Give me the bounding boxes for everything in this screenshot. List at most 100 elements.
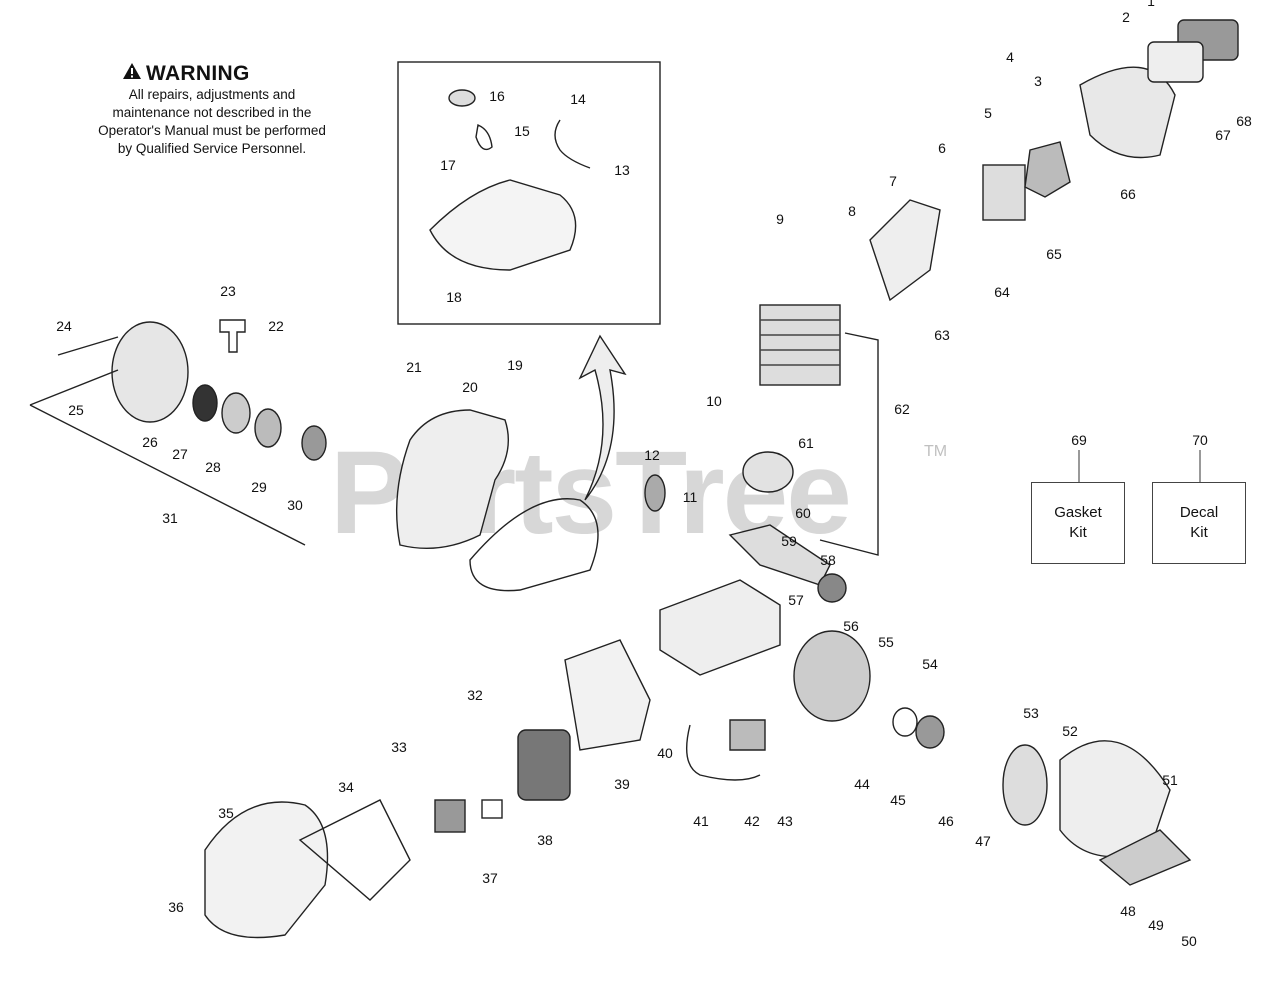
starter-cup-part[interactable] [301, 425, 327, 461]
callout-20[interactable]: 20 [462, 379, 478, 395]
crankshaft-part[interactable] [728, 524, 831, 586]
callout-51[interactable]: 51 [1162, 772, 1178, 788]
callout-12[interactable]: 12 [644, 447, 660, 463]
callout-44[interactable]: 44 [854, 776, 870, 792]
crankcase-part[interactable] [659, 579, 781, 676]
callout-4[interactable]: 4 [1006, 49, 1014, 65]
callout-30[interactable]: 30 [287, 497, 303, 513]
callout-52[interactable]: 52 [1062, 723, 1078, 739]
cover-shroud-part[interactable] [298, 799, 411, 901]
callout-67[interactable]: 67 [1215, 127, 1231, 143]
seal-part[interactable] [644, 474, 666, 512]
callout-66[interactable]: 66 [1120, 186, 1136, 202]
callout-15[interactable]: 15 [514, 123, 530, 139]
callout-11[interactable]: 11 [683, 489, 698, 505]
engine-housing-part[interactable] [395, 409, 510, 549]
callout-1[interactable]: 1 [1147, 0, 1155, 9]
callout-37[interactable]: 37 [482, 870, 498, 886]
callout-42[interactable]: 42 [744, 813, 760, 829]
callout-9[interactable]: 9 [776, 211, 784, 227]
callout-61[interactable]: 61 [798, 435, 814, 451]
callout-10[interactable]: 10 [706, 393, 722, 409]
callout-59[interactable]: 59 [781, 533, 797, 549]
callout-40[interactable]: 40 [657, 745, 673, 761]
callout-33[interactable]: 33 [391, 739, 407, 755]
air-box-part[interactable] [1079, 66, 1176, 159]
callout-22[interactable]: 22 [268, 318, 284, 334]
callout-6[interactable]: 6 [938, 140, 946, 156]
callout-47[interactable]: 47 [975, 833, 991, 849]
callout-25[interactable]: 25 [68, 402, 84, 418]
gearbox-housing-part[interactable] [1059, 740, 1171, 858]
fuel-line-part[interactable] [554, 119, 591, 169]
gear-head-part[interactable] [1098, 829, 1192, 886]
callout-57[interactable]: 57 [788, 592, 804, 608]
bearing-part[interactable] [817, 573, 847, 603]
starter-handle-part[interactable] [219, 319, 246, 353]
callout-19[interactable]: 19 [507, 357, 523, 373]
pulley-part[interactable] [221, 392, 251, 434]
callout-24[interactable]: 24 [56, 318, 72, 334]
rewind-spring-part[interactable] [192, 384, 218, 422]
fuel-filter-part[interactable] [475, 124, 493, 151]
callout-41[interactable]: 41 [693, 813, 709, 829]
callout-23[interactable]: 23 [220, 283, 236, 299]
callout-7[interactable]: 7 [889, 173, 897, 189]
callout-2[interactable]: 2 [1122, 9, 1130, 25]
cylinder-part[interactable] [759, 304, 841, 386]
callout-46[interactable]: 46 [938, 813, 954, 829]
intake-gasket-part[interactable] [869, 199, 941, 302]
fuel-tank-part[interactable] [429, 179, 577, 271]
spark-plug-wire-part[interactable] [686, 724, 761, 781]
callout-26[interactable]: 26 [142, 434, 158, 450]
engine-cover-part[interactable] [204, 801, 329, 939]
callout-53[interactable]: 53 [1023, 705, 1039, 721]
handle-switch-part[interactable] [517, 729, 571, 801]
decal-kit-box[interactable]: Decal Kit [1152, 482, 1246, 564]
callout-28[interactable]: 28 [205, 459, 221, 475]
flywheel-part[interactable] [793, 630, 871, 722]
drive-shaft-part[interactable] [1002, 744, 1048, 826]
callout-54[interactable]: 54 [922, 656, 938, 672]
callout-45[interactable]: 45 [890, 792, 906, 808]
piston-part[interactable] [742, 451, 794, 493]
callout-8[interactable]: 8 [848, 203, 856, 219]
washer-part[interactable] [892, 707, 918, 737]
heat-shield-part[interactable] [564, 639, 651, 751]
callout-31[interactable]: 31 [162, 510, 178, 526]
callout-29[interactable]: 29 [251, 479, 267, 495]
fuel-cap-part[interactable] [448, 89, 476, 107]
spacer-part[interactable] [982, 164, 1026, 221]
callout-63[interactable]: 63 [934, 327, 950, 343]
callout-49[interactable]: 49 [1148, 917, 1164, 933]
callout-16[interactable]: 16 [489, 88, 505, 104]
callout-68[interactable]: 68 [1236, 113, 1252, 129]
callout-50[interactable]: 50 [1181, 933, 1197, 949]
callout-43[interactable]: 43 [777, 813, 793, 829]
callout-18[interactable]: 18 [446, 289, 462, 305]
gasket-kit-box[interactable]: Gasket Kit [1031, 482, 1125, 564]
decal-part[interactable] [434, 799, 466, 833]
callout-55[interactable]: 55 [878, 634, 894, 650]
callout-60[interactable]: 60 [795, 505, 811, 521]
callout-34[interactable]: 34 [338, 779, 354, 795]
callout-56[interactable]: 56 [843, 618, 859, 634]
callout-58[interactable]: 58 [820, 552, 836, 568]
callout-39[interactable]: 39 [614, 776, 630, 792]
clutch-part[interactable] [915, 715, 945, 749]
callout-65[interactable]: 65 [1046, 246, 1062, 262]
label-part[interactable] [481, 799, 503, 819]
callout-36[interactable]: 36 [168, 899, 184, 915]
callout-38[interactable]: 38 [537, 832, 553, 848]
callout-35[interactable]: 35 [218, 805, 234, 821]
callout-5[interactable]: 5 [984, 105, 992, 121]
callout-13[interactable]: 13 [614, 162, 630, 178]
callout-14[interactable]: 14 [570, 91, 586, 107]
carburetor-part[interactable] [1024, 141, 1071, 198]
callout-32[interactable]: 32 [467, 687, 483, 703]
air-filter-part[interactable] [1147, 41, 1204, 83]
callout-62[interactable]: 62 [894, 401, 910, 417]
starter-housing-part[interactable] [111, 321, 189, 423]
callout-64[interactable]: 64 [994, 284, 1010, 300]
callout-3[interactable]: 3 [1034, 73, 1042, 89]
